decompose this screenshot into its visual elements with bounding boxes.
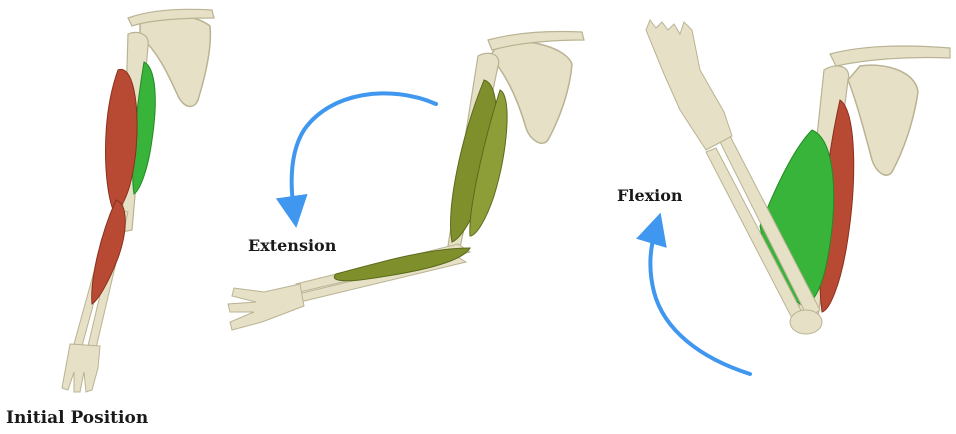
hand-bones [62,344,100,392]
hand-bones [228,284,304,330]
flexion-label: Flexion [617,186,683,205]
initial-position-panel [62,9,214,392]
elbow-joint [790,310,822,334]
extension-arrow [292,93,436,212]
hand-bones [646,20,732,150]
flexion-panel [646,20,950,374]
scapula-bone [848,65,918,175]
flexion-arrow [650,228,750,374]
clavicle-bone [830,46,950,66]
extension-label: Extension [248,236,336,255]
initial-position-label: Initial Position [6,408,148,428]
extension-panel [228,31,584,330]
